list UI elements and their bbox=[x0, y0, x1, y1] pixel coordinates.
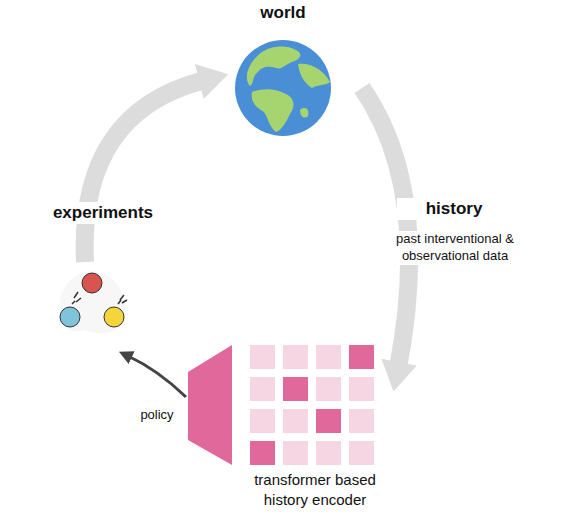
policy-arrow bbox=[128, 356, 186, 397]
grid-cell bbox=[283, 409, 308, 433]
encoder-trapezoid bbox=[188, 345, 232, 465]
grid-cell bbox=[349, 441, 374, 465]
step-label: experiments bbox=[36, 202, 170, 224]
grid-cell bbox=[316, 345, 341, 369]
loop-arrow bbox=[362, 88, 409, 368]
grid-cell bbox=[283, 441, 308, 465]
grid-cell bbox=[250, 409, 275, 433]
arrow-label: policy bbox=[122, 407, 192, 424]
grid-cell bbox=[250, 377, 275, 401]
globe-icon bbox=[235, 40, 331, 136]
attention-grid bbox=[250, 345, 374, 465]
loop-arrow bbox=[85, 80, 205, 262]
title-label: world bbox=[223, 2, 343, 24]
grid-cell bbox=[283, 377, 308, 401]
grid-cell bbox=[349, 409, 374, 433]
experiments-icon bbox=[60, 271, 127, 333]
component-label: transformer based history encoder bbox=[233, 470, 398, 509]
grid-cell bbox=[283, 345, 308, 369]
grid-cell bbox=[316, 409, 341, 433]
grid-cell bbox=[316, 441, 341, 465]
grid-cell bbox=[349, 377, 374, 401]
grid-cell bbox=[250, 345, 275, 369]
grid-cell bbox=[349, 345, 374, 369]
grid-cell bbox=[250, 441, 275, 465]
step-label: history bbox=[397, 198, 511, 220]
grid-cell bbox=[316, 377, 341, 401]
note-label: past interventional & observational data bbox=[378, 231, 532, 265]
